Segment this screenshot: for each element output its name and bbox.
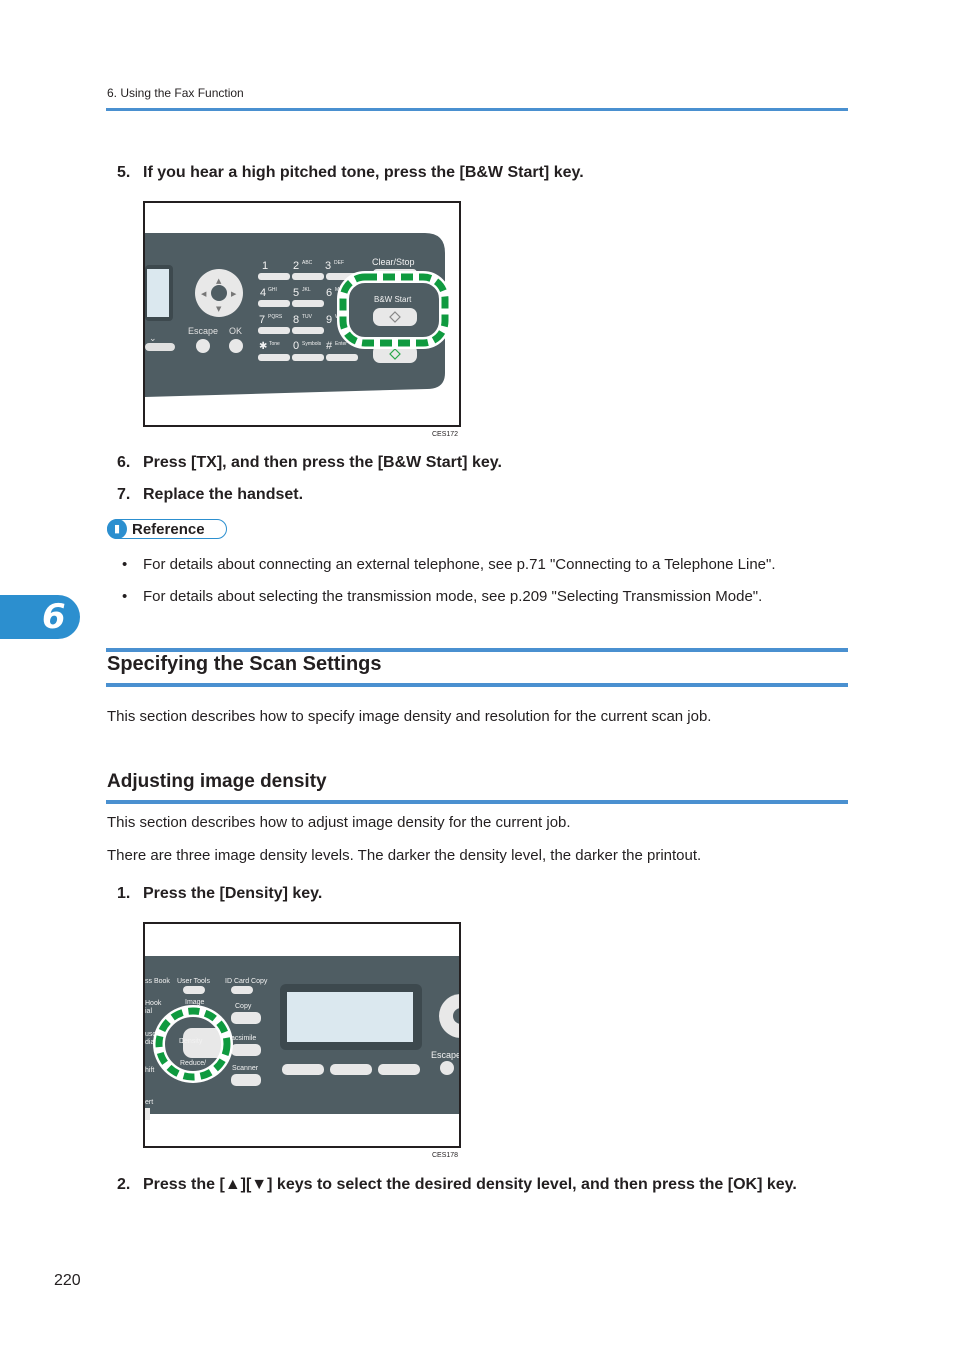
- svg-text:◀: ◀: [201, 290, 207, 298]
- svg-text:Image: Image: [185, 999, 205, 1006]
- key-3: 3: [325, 260, 331, 272]
- density-key: [183, 1028, 231, 1058]
- key-5: 5: [293, 287, 299, 299]
- subsection-title: Adjusting image density: [107, 771, 327, 792]
- subsection-para-2: There are three image density levels. Th…: [107, 847, 702, 864]
- escape-key: [196, 339, 210, 353]
- key-7: 7: [259, 314, 265, 326]
- svg-text:ss Book: ss Book: [145, 978, 170, 985]
- reference-item: • For details about connecting an extern…: [122, 556, 776, 573]
- bullet-icon: •: [122, 556, 128, 573]
- step-text: Press the [▲][▼] keys to select the desi…: [143, 1176, 797, 1193]
- reference-badge: ▮ Reference: [107, 519, 227, 539]
- svg-text:acsimile: acsimile: [231, 1035, 256, 1042]
- step-text: If you hear a high pitched tone, press t…: [143, 164, 584, 181]
- svg-text:Scanner: Scanner: [232, 1065, 259, 1072]
- color-start-key: [373, 345, 417, 363]
- density-panel-illustration: ss Book User Tools ID Card Copy Hook ial…: [145, 956, 459, 1120]
- step-number: 7.: [117, 486, 131, 503]
- key-1: 1: [262, 260, 268, 272]
- running-header: 6. Using the Fax Function: [107, 86, 244, 100]
- page-number: 220: [54, 1272, 81, 1289]
- clear-stop-label: Clear/Stop: [372, 257, 415, 267]
- svg-text:⌄: ⌄: [149, 334, 157, 344]
- figure-caption: CES178: [432, 1152, 459, 1159]
- svg-text:GHI: GHI: [268, 287, 277, 293]
- header-rule: [106, 108, 848, 111]
- subsection-rule: [106, 800, 848, 804]
- section-title: Specifying the Scan Settings: [107, 653, 382, 675]
- step-text: Press the [Density] key.: [143, 885, 323, 902]
- key-2: 2: [293, 260, 299, 272]
- key-8: 8: [293, 314, 299, 326]
- bullet-icon: •: [122, 588, 128, 605]
- step-text: Replace the handset.: [143, 486, 304, 503]
- density-panel-figure: ss Book User Tools ID Card Copy Hook ial…: [143, 922, 461, 1148]
- svg-text:PQRS: PQRS: [268, 314, 283, 320]
- step-5: 5. If you hear a high pitched tone, press…: [117, 164, 584, 182]
- svg-text:Copy: Copy: [235, 1003, 252, 1010]
- svg-text:Escape: Escape: [431, 1050, 459, 1060]
- key-4: 4: [260, 287, 266, 299]
- lcd-screen: [287, 992, 413, 1042]
- bw-start-label: B&W Start: [374, 295, 412, 304]
- section-rule-bottom: [106, 683, 848, 687]
- key-0: 0: [293, 340, 299, 352]
- svg-text:ert: ert: [145, 1099, 153, 1106]
- highlight-ring: [155, 1007, 231, 1081]
- step-7: 7. Replace the handset.: [117, 486, 303, 504]
- svg-text:JKL: JKL: [302, 287, 311, 293]
- section-intro: This section describes how to specify im…: [107, 708, 712, 725]
- svg-text:▼: ▼: [216, 305, 222, 313]
- reference-item: • For details about selecting the transm…: [122, 588, 763, 605]
- svg-text:hift: hift: [145, 1067, 154, 1074]
- key-hash: #: [326, 340, 333, 352]
- section-rule-top: [106, 648, 848, 652]
- key-6: 6: [326, 287, 332, 299]
- ok-key: [229, 339, 243, 353]
- ok-label: OK: [229, 326, 242, 336]
- svg-text:Reduce/: Reduce/: [180, 1060, 206, 1067]
- svg-text:User Tools: User Tools: [177, 978, 210, 985]
- reference-book-icon: ▮: [107, 519, 127, 539]
- svg-text:▶: ▶: [231, 290, 237, 298]
- key-9: 9: [326, 314, 332, 326]
- svg-text:TUV: TUV: [302, 314, 313, 320]
- step-number: 2.: [117, 1176, 131, 1193]
- step-text: Press [TX], and then press the [B&W Star…: [143, 454, 502, 471]
- highlight-ring: [339, 273, 449, 347]
- subsection-para-1: This section describes how to adjust ima…: [107, 814, 571, 831]
- chapter-tab: 6: [0, 595, 80, 639]
- svg-text:ial: ial: [145, 1008, 152, 1015]
- chapter-number: 6: [42, 597, 66, 637]
- step-number: 6.: [117, 454, 131, 471]
- step-6: 6. Press [TX], and then press the [B&W St…: [117, 454, 502, 472]
- figure-caption: CES172: [432, 431, 459, 438]
- escape-label: Escape: [188, 326, 218, 336]
- step-number: 5.: [117, 164, 131, 181]
- svg-text:Density: Density: [179, 1038, 203, 1045]
- step-number: 1.: [117, 885, 131, 902]
- svg-text:▲: ▲: [216, 277, 222, 285]
- svg-text:ID Card Copy: ID Card Copy: [225, 978, 268, 985]
- svg-text:dia: dia: [145, 1039, 154, 1046]
- svg-text:Tone: Tone: [269, 341, 280, 347]
- bw-start-key: [373, 308, 417, 326]
- svg-text:Symbols: Symbols: [302, 341, 322, 347]
- step-1: 1. Press the [Density] key.: [117, 885, 322, 903]
- control-panel-illustration: ⌄ ▲ ▼ ◀ ▶ Escape OK 1 2 ABC 3 DEF 4 GHI …: [145, 233, 451, 397]
- svg-text:DEF: DEF: [334, 260, 344, 266]
- svg-text:Hook: Hook: [145, 1000, 162, 1007]
- display-screen: [147, 269, 169, 317]
- svg-text:usc: usc: [145, 1031, 156, 1038]
- svg-text:ABC: ABC: [302, 260, 313, 266]
- control-panel-figure: ⌄ ▲ ▼ ◀ ▶ Escape OK 1 2 ABC 3 DEF 4 GHI …: [143, 201, 461, 427]
- svg-text:Enter: Enter: [335, 341, 347, 347]
- key-star: ✱: [259, 341, 267, 352]
- reference-label: Reference: [132, 521, 205, 538]
- step-2: 2. Press the [▲][▼] keys to select the de…: [117, 1176, 797, 1194]
